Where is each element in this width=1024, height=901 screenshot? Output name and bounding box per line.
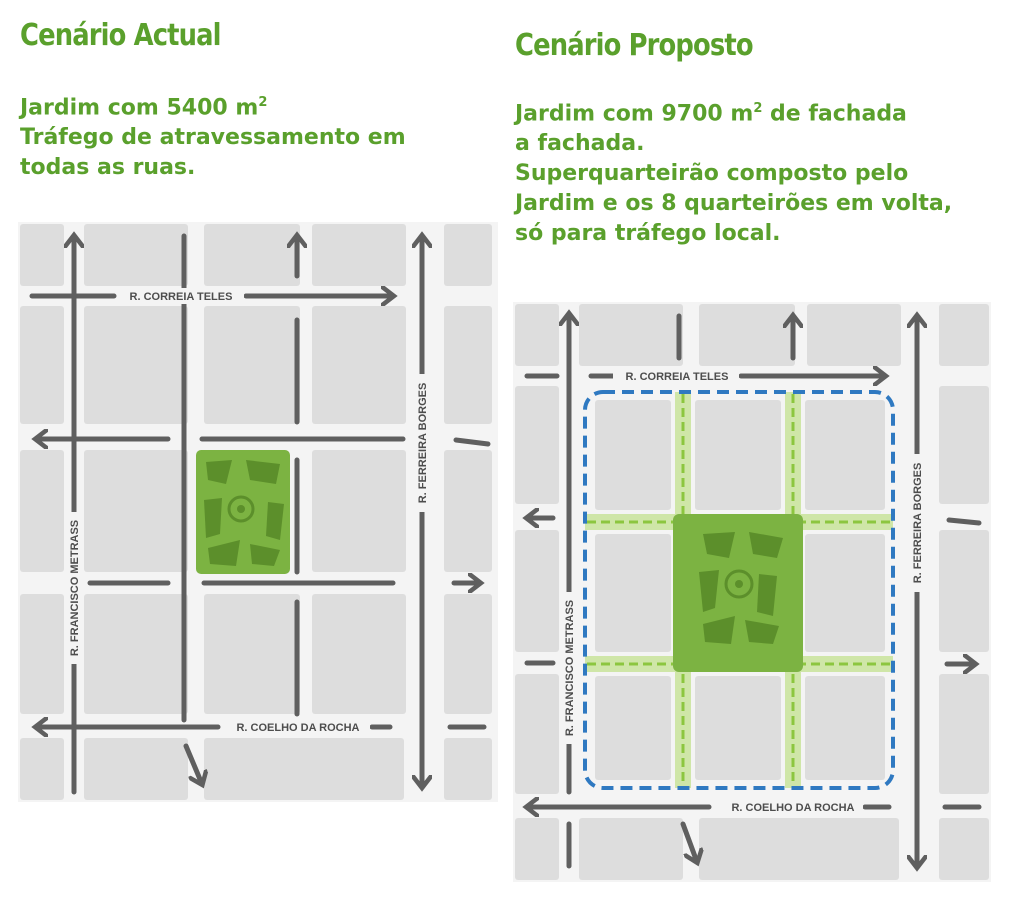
left-line-2: Tráfego de atravessamento em [20,125,406,151]
label-coelho-da-rocha: R. COELHO DA ROCHA [731,802,854,814]
superblock-outline [583,390,895,790]
garden [196,450,290,574]
city-blocks [20,224,492,800]
right-line-2: a fachada. [515,131,645,157]
city-blocks [515,304,989,880]
label-ferreira-borges: R. FERREIRA BORGES [912,463,924,584]
left-map: R. CORREIA TELES R. COELHO DA ROCHA R. F… [18,222,498,802]
label-francisco-metrass: R. FRANCISCO METRASS [564,600,576,736]
right-description: Jardim com 9700 m2 de fachada a fachada.… [515,94,952,249]
label-francisco-metrass: R. FRANCISCO METRASS [69,520,81,656]
label-correia-teles: R. CORREIA TELES [626,371,729,383]
label-coelho-da-rocha: R. COELHO DA ROCHA [236,722,359,734]
garden [673,514,803,672]
label-ferreira-borges: R. FERREIRA BORGES [417,383,429,504]
right-line-5: só para tráfego local. [515,221,781,247]
left-description: Jardim com 5400 m2 Tráfego de atravessam… [20,88,406,183]
right-title: Cenário Proposto [515,28,754,63]
right-map: R. CORREIA TELES R. COELHO DA ROCHA R. F… [513,302,991,882]
label-correia-teles: R. CORREIA TELES [130,291,233,303]
right-line-1: Jardim com 9700 m2 de fachada [515,101,907,127]
right-line-3: Superquarteirão composto pelo [515,161,909,187]
left-line-3: todas as ruas. [20,155,196,181]
left-line-1: Jardim com 5400 m2 [20,95,268,121]
superblock [583,390,895,790]
left-title: Cenário Actual [20,18,222,53]
right-line-4: Jardim e os 8 quarteirões em volta, [515,191,953,217]
